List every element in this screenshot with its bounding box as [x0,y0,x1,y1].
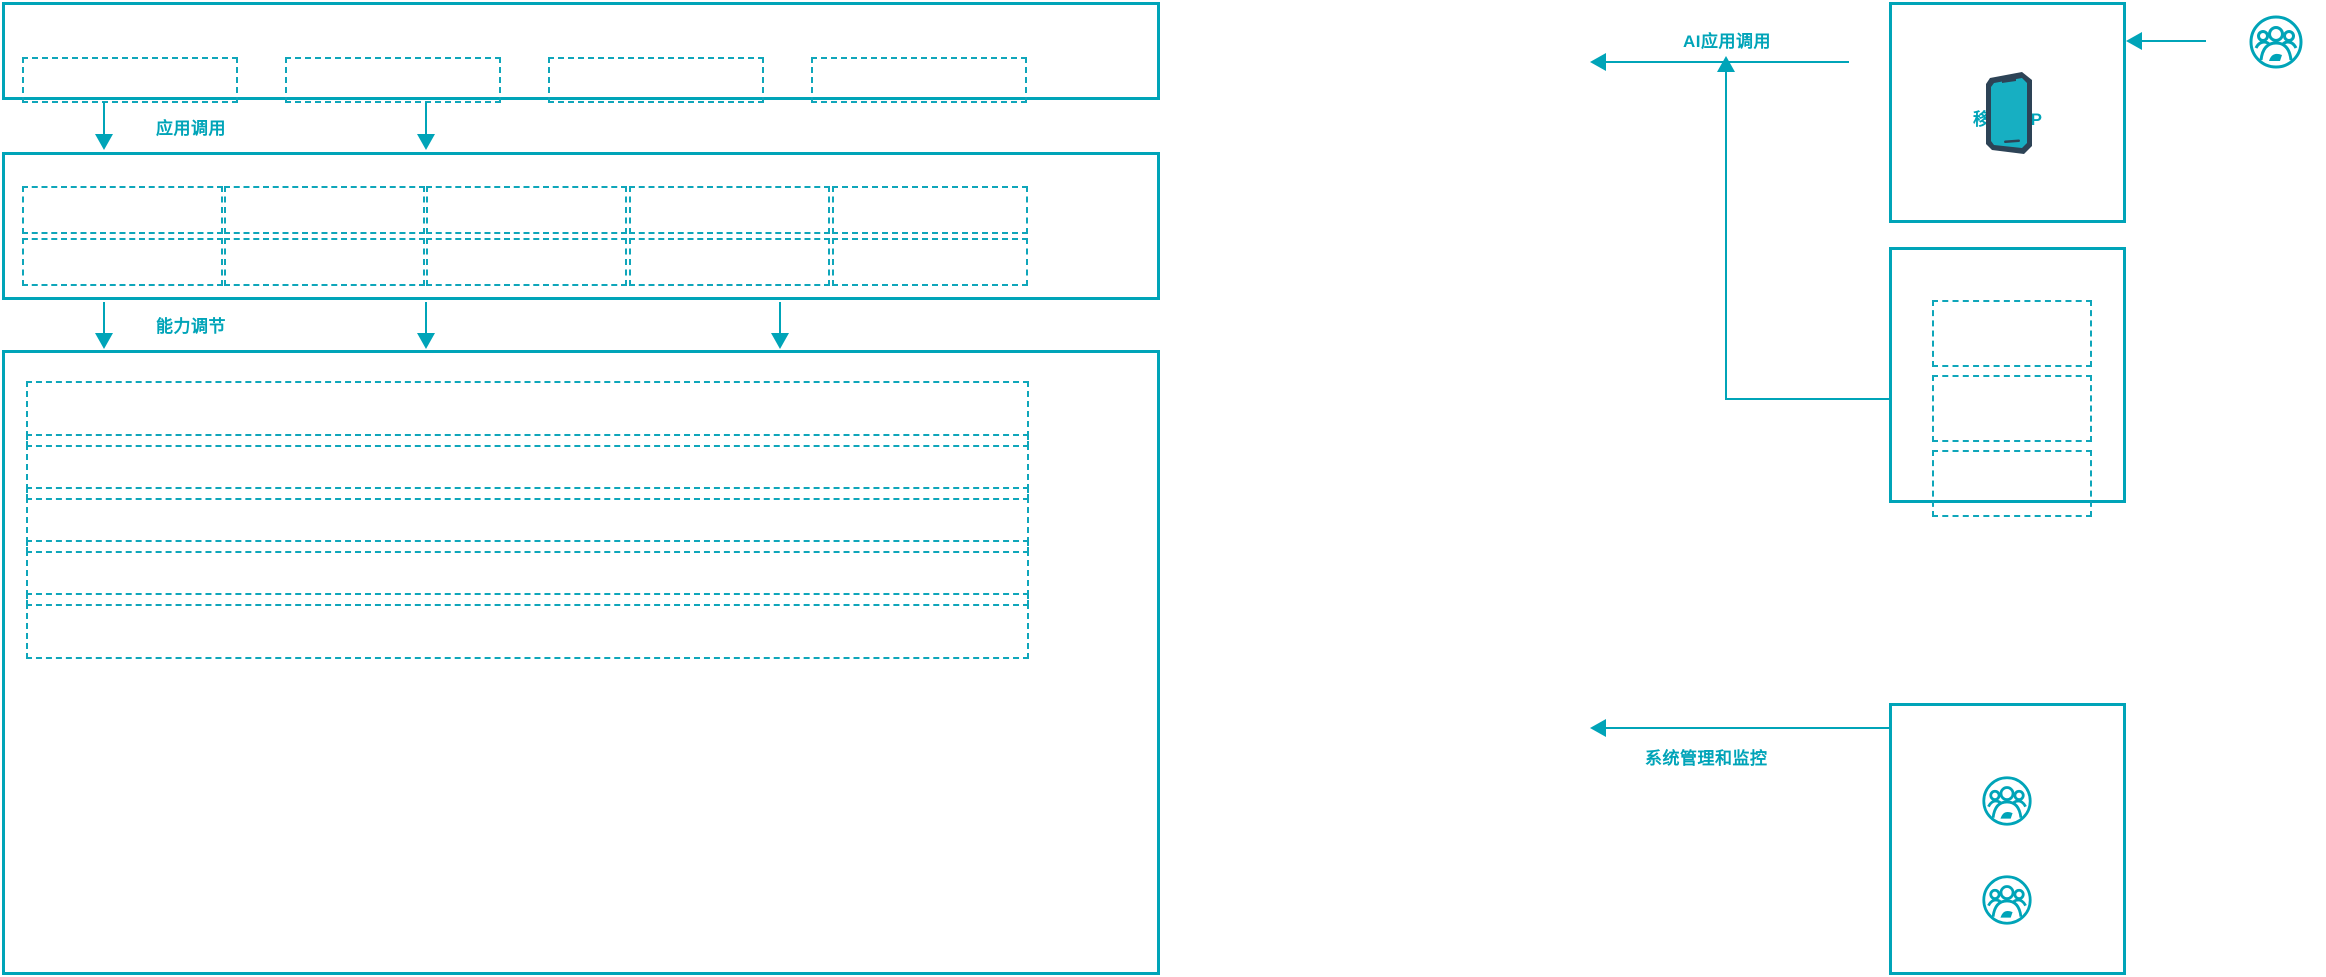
capability-tune-arrow-2 [417,333,435,349]
application-slot-1[interactable] [22,57,238,103]
capability-tune-label: 能力调节 [156,317,226,336]
mobile-phone-icon [1980,70,2036,156]
end-user-to-app-arrow [2126,32,2142,50]
channel-slot-3[interactable] [1932,450,2092,517]
channel-riser-arrow [1717,56,1735,72]
operations-users-panel [1889,703,2126,975]
capability-tune-line-2 [425,302,427,340]
sys-admin-label: 系统管理和监控 [1645,749,1768,768]
capability-slot-r2c2[interactable] [224,238,425,286]
operator-users-group-icon-2 [1981,874,2033,926]
app-invoke-arrow-right [417,134,435,150]
capability-tune-arrow-1 [95,333,113,349]
application-slot-3[interactable] [548,57,764,103]
platform-layer-panel [2,350,1160,975]
app-invoke-label: 应用调用 [156,119,226,138]
platform-slot-4[interactable] [26,540,1029,606]
capability-slot-r1c4[interactable] [629,186,830,234]
capability-tune-line-3 [779,302,781,340]
capability-layer-panel [2,152,1160,300]
capability-slot-r2c3[interactable] [426,238,627,286]
capability-slot-r2c5[interactable] [832,238,1028,286]
capability-slot-r1c5[interactable] [832,186,1028,234]
ai-app-invoke-label: AI应用调用 [1683,32,1771,51]
platform-slot-1[interactable] [26,381,1029,447]
capability-slot-r1c1[interactable] [22,186,223,234]
channel-riser-horizontal [1725,398,1890,400]
capability-tune-line-1 [103,302,105,340]
channel-slot-1[interactable] [1932,300,2092,367]
application-layer-panel [2,2,1160,100]
end-user-to-app-line [2141,40,2206,42]
app-invoke-arrow-left [95,134,113,150]
platform-slot-3[interactable] [26,487,1029,553]
application-slot-4[interactable] [811,57,1027,103]
ai-app-invoke-arrow [1590,53,1606,71]
operator-users-group-icon-1 [1981,775,2033,827]
capability-slot-r2c4[interactable] [629,238,830,286]
channel-riser-vertical [1725,70,1727,400]
app-invoke-line-right [425,102,427,140]
platform-slot-5[interactable] [26,593,1029,659]
capability-slot-r1c3[interactable] [426,186,627,234]
capability-slot-r2c1[interactable] [22,238,223,286]
capability-slot-r1c2[interactable] [224,186,425,234]
sys-admin-line [1606,727,1889,729]
sys-admin-arrow [1590,719,1606,737]
channel-slot-2[interactable] [1932,375,2092,442]
capability-tune-arrow-3 [771,333,789,349]
app-invoke-line-left [103,102,105,140]
application-slot-2[interactable] [285,57,501,103]
end-user-users-group-icon [2248,14,2304,70]
platform-slot-2[interactable] [26,434,1029,500]
mobile-app-tile[interactable]: 移动APP [1889,2,2126,223]
